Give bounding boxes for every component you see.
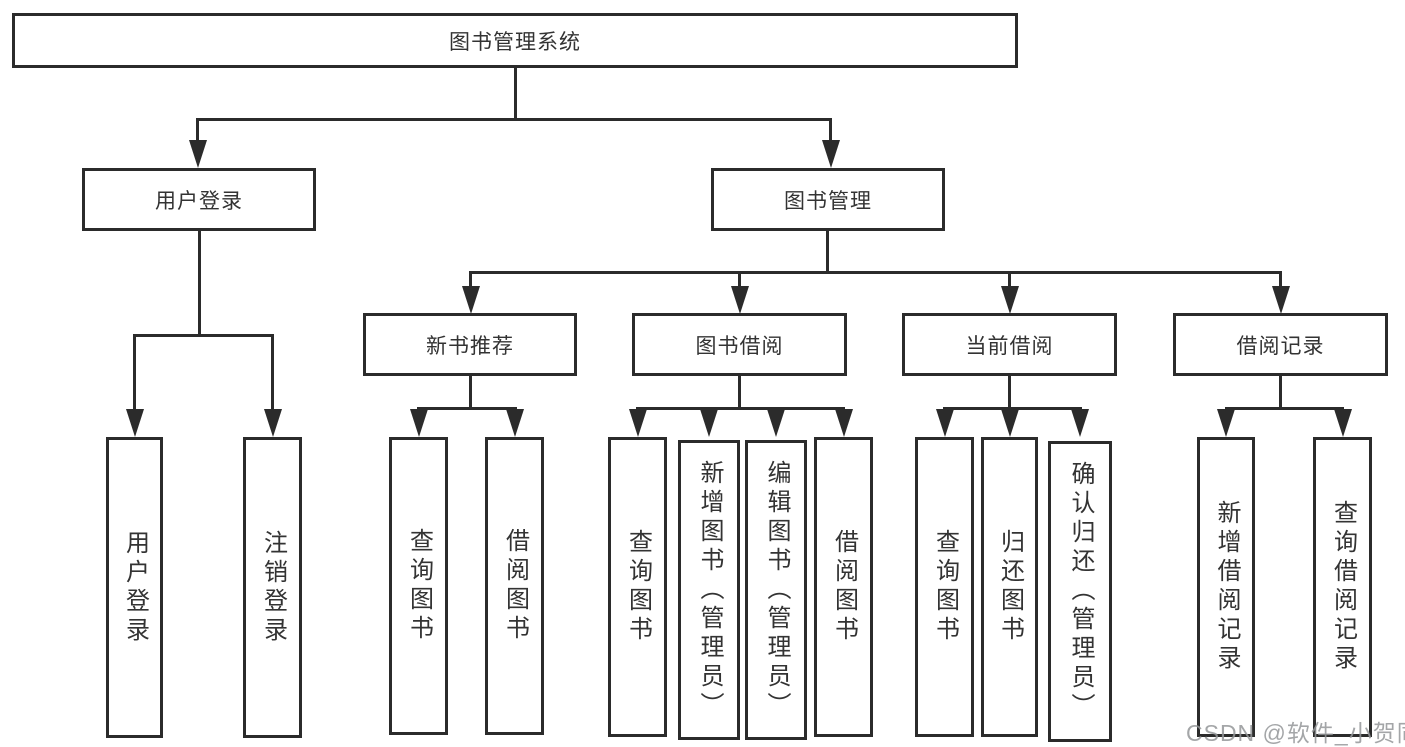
- node-new-book-recommendation: 新书推荐: [363, 313, 577, 376]
- arrow-down-icon: [835, 409, 853, 437]
- arrow-down-icon: [1272, 286, 1290, 314]
- arrow-down-icon: [462, 286, 480, 314]
- connector-line: [198, 231, 201, 337]
- arrow-down-icon: [1001, 409, 1019, 437]
- node-book-borrowing: 图书借阅: [632, 313, 847, 376]
- leaf-recommend-borrow-books: 借阅图书: [485, 437, 544, 735]
- arrow-down-icon: [506, 409, 524, 437]
- leaf-recommend-query-books: 查询图书: [389, 437, 448, 735]
- arrow-down-icon: [822, 140, 840, 168]
- arrow-down-icon: [410, 409, 428, 437]
- arrow-down-icon: [629, 409, 647, 437]
- arrow-down-icon: [1217, 409, 1235, 437]
- node-current-borrowing: 当前借阅: [902, 313, 1117, 376]
- arrow-down-icon: [1001, 286, 1019, 314]
- connector-line: [1008, 271, 1011, 289]
- arrow-down-icon: [767, 409, 785, 437]
- node-library-management-system: 图书管理系统: [12, 13, 1018, 68]
- connector-line: [271, 334, 274, 412]
- connector-line: [738, 271, 741, 289]
- connector-line: [469, 271, 472, 289]
- connector-line: [826, 231, 829, 273]
- connector-line: [196, 118, 199, 144]
- leaf-add-books-admin: 新增图书（管理员）: [678, 440, 740, 740]
- leaf-query-borrow-record: 查询借阅记录: [1313, 437, 1372, 737]
- connector-line: [829, 118, 832, 144]
- connector-line: [943, 407, 1082, 410]
- connector-line: [417, 407, 517, 410]
- leaf-logout: 注销登录: [243, 437, 302, 738]
- connector-line: [469, 376, 472, 409]
- connector-line: [1279, 376, 1282, 409]
- connector-line: [1008, 376, 1011, 409]
- arrow-down-icon: [700, 409, 718, 437]
- arrow-down-icon: [126, 409, 144, 437]
- leaf-borrowing-borrow-books: 借阅图书: [814, 437, 873, 737]
- arrow-down-icon: [1334, 409, 1352, 437]
- arrow-down-icon: [189, 140, 207, 168]
- connector-line: [469, 271, 1281, 274]
- leaf-add-borrow-record: 新增借阅记录: [1197, 437, 1255, 737]
- leaf-edit-books-admin: 编辑图书（管理员）: [745, 440, 807, 740]
- leaf-user-login: 用户登录: [106, 437, 163, 738]
- arrow-down-icon: [264, 409, 282, 437]
- node-book-management: 图书管理: [711, 168, 945, 231]
- csdn-watermark: CSDN @软件_小贺同学: [1186, 720, 1405, 746]
- arrow-down-icon: [1071, 409, 1089, 437]
- connector-line: [738, 376, 741, 409]
- connector-line: [133, 334, 136, 412]
- connector-line: [1225, 407, 1344, 410]
- node-user-login: 用户登录: [82, 168, 316, 231]
- connector-line: [636, 407, 845, 410]
- leaf-confirm-return-admin: 确认归还（管理员）: [1048, 441, 1112, 742]
- leaf-current-query-books: 查询图书: [915, 437, 974, 737]
- arrow-down-icon: [936, 409, 954, 437]
- arrow-down-icon: [731, 286, 749, 314]
- node-borrowing-records: 借阅记录: [1173, 313, 1388, 376]
- leaf-return-books: 归还图书: [981, 437, 1038, 737]
- leaf-borrowing-query-books: 查询图书: [608, 437, 667, 737]
- connector-line: [196, 118, 832, 121]
- connector-line: [133, 334, 274, 337]
- connector-line: [514, 66, 517, 120]
- connector-line: [1279, 271, 1282, 289]
